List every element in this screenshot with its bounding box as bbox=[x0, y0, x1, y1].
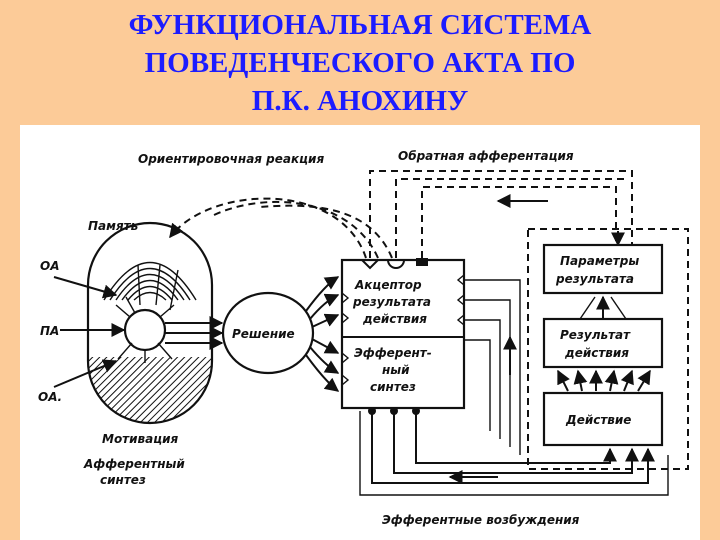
label-efferent-synthesis-1: Эфферент- bbox=[354, 346, 432, 360]
label-efferent-synthesis-2: ный bbox=[382, 363, 410, 377]
label-result-2: действия bbox=[564, 346, 629, 360]
label-pa: ПА bbox=[40, 324, 59, 338]
slide-title: ФУНКЦИОНАЛЬНАЯ СИСТЕМА ПОВЕДЕНЧЕСКОГО АК… bbox=[0, 6, 720, 120]
result-enclosure bbox=[527, 228, 689, 470]
afferent-synthesis-capsule bbox=[86, 221, 214, 425]
label-afferent-synthesis-2: синтез bbox=[100, 473, 146, 487]
label-orienting-reaction: Ориентировочная реакция bbox=[138, 152, 324, 166]
result-parameters-box bbox=[542, 243, 664, 295]
motivation-hatch bbox=[88, 357, 212, 423]
title-line-3: П.К. АНОХИНУ bbox=[251, 85, 469, 117]
diagram-panel: ОА ПА ОА. Память Мотивация Афферентный с… bbox=[20, 125, 700, 540]
capsule-to-decision-arrows bbox=[165, 316, 224, 350]
label-acceptor-2: результата bbox=[352, 295, 431, 309]
action-result-box bbox=[542, 317, 664, 369]
label-motivation: Мотивация bbox=[102, 432, 179, 446]
label-feedback-afferentation: Обратная афферентация bbox=[398, 149, 574, 163]
label-result-1: Результат bbox=[560, 328, 631, 342]
decision-node bbox=[221, 291, 315, 375]
label-oa-bottom: ОА. bbox=[38, 390, 62, 404]
efferent-excitation-lines bbox=[359, 407, 669, 496]
feedback-afferentation-loops bbox=[369, 170, 633, 258]
title-line-2: ПОВЕДЕНЧЕСКОГО АКТА ПО bbox=[144, 47, 576, 79]
label-acceptor-3: действия bbox=[362, 312, 427, 326]
acceptor-return-lines bbox=[464, 279, 521, 455]
title-line-1: ФУНКЦИОНАЛЬНАЯ СИСТЕМА bbox=[128, 9, 592, 41]
label-memory: Память bbox=[88, 219, 138, 233]
action-box bbox=[542, 391, 664, 447]
action-to-result-arrows bbox=[557, 369, 651, 392]
acceptor-efferent-block bbox=[340, 258, 466, 410]
label-acceptor-1: Акцептор bbox=[354, 278, 422, 292]
functional-system-diagram: ОА ПА ОА. Память Мотивация Афферентный с… bbox=[38, 149, 689, 527]
label-action: Действие bbox=[565, 413, 631, 427]
label-afferent-synthesis-1: Афферентный bbox=[83, 457, 185, 471]
label-params-1: Параметры bbox=[560, 254, 639, 268]
result-to-params-arrows bbox=[579, 295, 627, 320]
label-efferent-excitations: Эфферентные возбуждения bbox=[382, 513, 580, 527]
label-params-2: результата bbox=[555, 272, 634, 286]
label-decision: Решение bbox=[232, 327, 295, 341]
label-efferent-synthesis-3: синтез bbox=[370, 380, 416, 394]
decision-to-acceptor-arrows bbox=[305, 276, 340, 392]
label-oa-top: ОА bbox=[40, 259, 60, 273]
orienting-reaction-arcs bbox=[169, 197, 393, 259]
